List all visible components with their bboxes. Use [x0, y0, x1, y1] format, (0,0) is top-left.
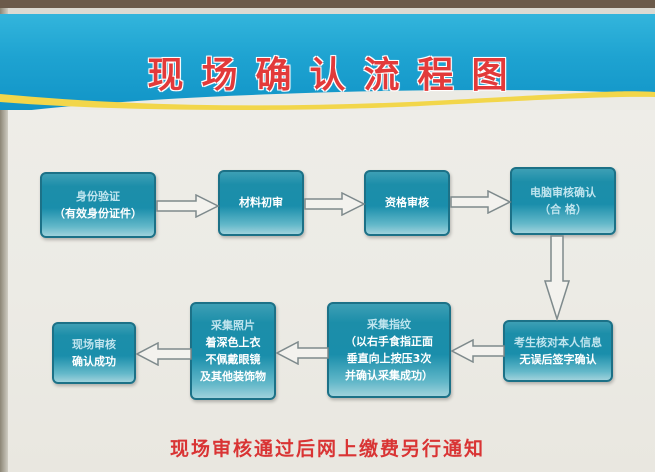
step-line: 确认成功 — [72, 355, 116, 368]
step-line: 并确认采集成功） — [345, 369, 433, 383]
step-line: 及其他装饰物 — [200, 370, 266, 384]
step-line: 采集照片 — [211, 318, 255, 332]
step-fingerprint-capture: 采集指纹 （以右手食指正面 垂直向上按压3次 并确认采集成功） — [327, 302, 451, 398]
arrow-left-icon — [136, 342, 192, 366]
step-line: 现场审核 — [72, 337, 116, 351]
step-line: 不佩戴眼镜 — [205, 353, 261, 366]
step-line: 身份验证 — [76, 189, 120, 203]
step-photo-capture: 采集照片 着深色上衣 不佩戴眼镜 及其他装饰物 — [190, 302, 276, 400]
step-line: 着深色上衣 — [205, 335, 261, 349]
arrow-down-icon — [544, 235, 570, 321]
arrow-left-icon — [276, 341, 329, 365]
step-qualification-review: 资格审核 — [364, 170, 450, 236]
arrow-left-icon — [451, 339, 505, 363]
step-material-review: 材料初审 — [218, 170, 304, 236]
step-computer-confirmation: 电脑审核确认 （合 格） — [510, 167, 616, 235]
step-line: （以右手食指正面 — [345, 334, 433, 348]
step-line: 资格审核 — [385, 196, 429, 210]
step-line: 材料初审 — [239, 196, 283, 210]
arrow-right-icon — [304, 192, 366, 216]
step-identity-verification: 身份验证 （有效身份证件） — [40, 172, 156, 238]
step-line: （有效身份证件） — [54, 207, 142, 220]
step-line: 考生核对本人信息 — [514, 335, 602, 349]
step-candidate-sign-confirm: 考生核对本人信息 无误后签字确认 — [503, 320, 613, 382]
step-line: （合 格） — [539, 203, 587, 216]
page-title: 现场确认流程图 — [147, 55, 526, 96]
step-onsite-confirmed: 现场审核 确认成功 — [52, 322, 136, 384]
board-frame-edge — [0, 8, 8, 472]
arrow-right-icon — [450, 190, 512, 214]
step-line: 无误后签字确认 — [519, 353, 597, 366]
step-line: 垂直向上按压3次 — [346, 352, 432, 365]
step-line: 电脑审核确认 — [530, 185, 596, 199]
step-line: 采集指纹 — [367, 317, 411, 331]
arrow-right-icon — [156, 194, 220, 218]
footer-notice: 现场审核通过后网上缴费另行通知 — [169, 438, 485, 460]
